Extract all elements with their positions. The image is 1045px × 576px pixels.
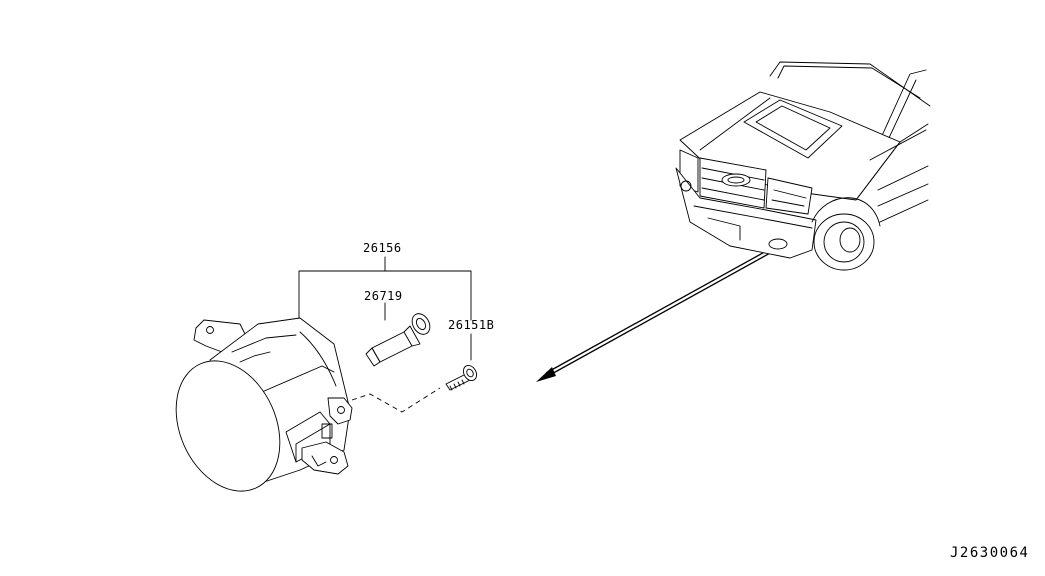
- callout-lines: [298, 256, 472, 361]
- vehicle-front: [675, 61, 931, 271]
- diagram-id: J2630064: [950, 545, 1030, 561]
- screw: [445, 365, 478, 391]
- lamp-lens: [175, 360, 281, 492]
- location-arrow: [536, 248, 773, 382]
- bulb: [365, 313, 431, 367]
- part-number-26151b: 26151B: [448, 318, 495, 332]
- lower-mount-bracket: [301, 441, 349, 475]
- part-number-26719: 26719: [364, 289, 403, 303]
- side-mount-tab: [327, 397, 353, 425]
- screw-location-leader: [351, 387, 441, 413]
- fog-lamp-assembly: [175, 317, 353, 492]
- vehicle-fog-lamp-location: [768, 238, 788, 250]
- part-number-26156: 26156: [363, 241, 402, 255]
